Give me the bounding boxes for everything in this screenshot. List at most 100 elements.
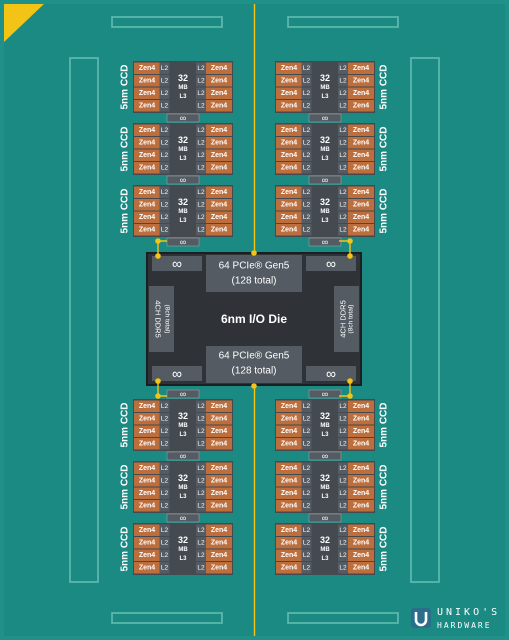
- ccd-link-pad: [308, 451, 342, 461]
- l2-cache: [159, 400, 170, 412]
- l3-size-label: 32: [320, 135, 330, 145]
- infinity-fabric-icon: ∞: [180, 113, 186, 123]
- l2-cache-label: L2: [339, 65, 347, 72]
- l2-cache-label: L2: [197, 540, 205, 547]
- l2-cache: [338, 413, 348, 425]
- zen4-core-label: Zen4: [281, 403, 297, 410]
- zen4-core: [206, 500, 232, 512]
- l2-cache: [301, 199, 312, 211]
- l2-cache-label: L2: [303, 140, 311, 147]
- zen4-core: [348, 562, 374, 574]
- l2-cache-label: L2: [161, 478, 169, 485]
- l2-cache: [159, 224, 170, 236]
- l2-cache: [338, 562, 348, 574]
- zen4-core: [276, 62, 302, 74]
- l2-cache: [159, 149, 170, 161]
- infinity-fabric-icon: ∞: [180, 451, 186, 461]
- infinity-fabric-icon: ∞: [322, 237, 328, 247]
- l3-unit-label: MB: [320, 209, 330, 215]
- pcie-bottom-total: (128 total): [231, 366, 276, 377]
- zen4-core: [348, 500, 374, 512]
- l3-cache: [170, 62, 196, 112]
- zen4-core: [134, 124, 160, 136]
- link-node: [155, 378, 161, 384]
- zen4-core-label: Zen4: [281, 127, 297, 134]
- zen4-core-label: Zen4: [353, 503, 369, 510]
- zen4-core: [206, 487, 232, 499]
- l2-cache-label: L2: [303, 441, 311, 448]
- zen4-core: [276, 162, 302, 174]
- l2-cache-label: L2: [161, 490, 169, 497]
- zen4-core-label: Zen4: [211, 78, 227, 85]
- l2-cache: [159, 124, 170, 136]
- l2-cache-label: L2: [303, 478, 311, 485]
- l3-type-label: L3: [321, 556, 329, 562]
- l3-size-label: 32: [320, 197, 330, 207]
- l2-cache-label: L2: [197, 214, 205, 221]
- l3-size-label: 32: [178, 535, 188, 545]
- l2-cache: [196, 162, 206, 174]
- zen4-core-label: Zen4: [281, 490, 297, 497]
- watermark-line1: UNIKO'S: [437, 607, 501, 618]
- zen4-core-label: Zen4: [211, 540, 227, 547]
- l3-size-label: 32: [178, 73, 188, 83]
- ddr-left-total: (8ch total): [164, 305, 171, 334]
- l2-cache: [196, 224, 206, 236]
- zen4-core-label: Zen4: [353, 527, 369, 534]
- zen4-core-label: Zen4: [281, 565, 297, 572]
- ccd-link-pad: [166, 175, 200, 185]
- infinity-fabric-icon: ∞: [322, 513, 328, 523]
- l2-cache-label: L2: [339, 565, 347, 572]
- l2-cache-label: L2: [197, 478, 205, 485]
- link-node: [347, 238, 353, 244]
- link-node: [251, 383, 257, 389]
- right-outer-trace: [410, 57, 440, 583]
- zen4-core: [348, 224, 374, 236]
- ccd-link-pad: [166, 237, 200, 247]
- zen4-core: [348, 487, 374, 499]
- l2-cache: [196, 413, 206, 425]
- l2-cache-label: L2: [339, 416, 347, 423]
- l3-type-label: L3: [179, 494, 187, 500]
- l2-cache-label: L2: [339, 540, 347, 547]
- io-infinity-icon: ∞: [326, 366, 336, 382]
- l2-cache-label: L2: [303, 416, 311, 423]
- zen4-core: [134, 475, 160, 487]
- l3-unit-label: MB: [178, 147, 188, 153]
- l2-cache-label: L2: [339, 78, 347, 85]
- zen4-core-label: Zen4: [139, 565, 155, 572]
- zen4-core-label: Zen4: [353, 490, 369, 497]
- zen4-core-label: Zen4: [211, 428, 227, 435]
- zen4-core-label: Zen4: [353, 90, 369, 97]
- zen4-core: [276, 524, 302, 536]
- zen4-core: [276, 199, 302, 211]
- zen4-core-label: Zen4: [353, 441, 369, 448]
- zen4-core: [206, 87, 232, 99]
- l2-cache-label: L2: [161, 189, 169, 196]
- l2-cache-label: L2: [197, 65, 205, 72]
- l2-cache: [338, 475, 348, 487]
- l3-unit-label: MB: [320, 147, 330, 153]
- ccd-label: 5nm CCD: [379, 526, 390, 571]
- l2-cache-label: L2: [339, 103, 347, 110]
- zen4-core-label: Zen4: [353, 416, 369, 423]
- l2-cache-label: L2: [303, 490, 311, 497]
- l2-cache-label: L2: [303, 90, 311, 97]
- zen4-core-label: Zen4: [211, 403, 227, 410]
- zen4-core-label: Zen4: [281, 428, 297, 435]
- l2-cache: [338, 162, 348, 174]
- l2-cache: [301, 162, 312, 174]
- zen4-core-label: Zen4: [353, 227, 369, 234]
- l2-cache: [301, 400, 312, 412]
- zen4-core: [206, 162, 232, 174]
- l2-cache-label: L2: [339, 140, 347, 147]
- zen4-core: [348, 400, 374, 412]
- ddr-right-label: 4CH DDR5: [339, 300, 348, 338]
- l2-cache: [196, 124, 206, 136]
- zen4-core-label: Zen4: [139, 403, 155, 410]
- zen4-core: [348, 438, 374, 450]
- l2-cache-label: L2: [197, 416, 205, 423]
- l2-cache-label: L2: [161, 214, 169, 221]
